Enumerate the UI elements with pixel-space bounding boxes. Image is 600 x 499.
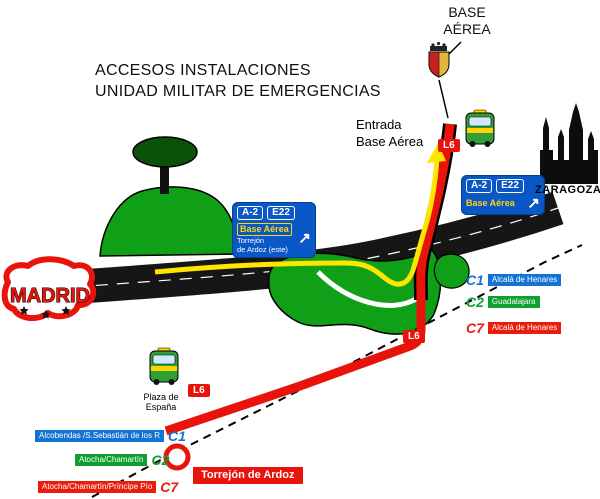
c2-line-label: C2 — [151, 452, 170, 468]
bus-stop-label: Plaza de España — [134, 392, 188, 412]
sign-sub-ardoz-este: de Ardoz (este) — [237, 245, 288, 254]
l6-badge-entrance: L6 — [438, 139, 460, 152]
sign-dest-base-aerea: Base Aérea — [466, 198, 515, 208]
base-aerea-line1: BASE — [448, 4, 486, 20]
c1-line-label: C1 — [466, 272, 484, 288]
euro-e22-badge: E22 — [267, 206, 295, 220]
arrow-up-right-icon: ↗ — [527, 195, 540, 212]
arrow-up-right-icon: ↗ — [298, 230, 311, 247]
c1-destination: Alcalá de Henares — [487, 274, 562, 286]
c7-line-label: C7 — [466, 320, 484, 336]
map-title-line2: UNIDAD MILITAR DE EMERGENCIAS — [95, 83, 381, 100]
railway-line — [91, 244, 583, 498]
rail-line-c2-right: C2 Guadalajara — [466, 295, 540, 309]
tree-icon — [132, 136, 198, 194]
bus-stop-line1: Plaza de — [143, 392, 179, 402]
madrid-label: MADRID — [10, 285, 90, 307]
c2-line-label: C2 — [466, 294, 484, 310]
c2-destination: Atocha/Chamartín — [75, 454, 148, 466]
base-aerea-label: BASE AÉREA — [434, 4, 500, 38]
rail-line-c1-right: C1 Alcalá de Henares — [466, 272, 562, 288]
terrain-patch — [433, 253, 470, 289]
map-title-line1: ACCESOS INSTALACIONES — [95, 62, 311, 79]
rail-line-c1-left: Alcobendas /S.Sebastián de los R C1 — [35, 429, 186, 443]
rail-line-c2-left: Atocha/Chamartín C2 — [75, 453, 169, 467]
base-aerea-line2: AÉREA — [443, 21, 491, 37]
sign-sub-torrejon: Torrejón — [237, 236, 265, 245]
sign-dest-base-aerea: Base Aérea — [237, 223, 292, 236]
madrid-stars-icon — [19, 306, 71, 319]
interchange-ramp — [316, 270, 418, 308]
road-a2-badge: A-2 — [466, 179, 493, 193]
hill-terrain — [99, 186, 241, 257]
euro-e22-badge: E22 — [496, 179, 524, 193]
rail-line-c7-left: Atocha/Chamartín/Príncipe Pío C7 — [38, 480, 178, 494]
bus-icon — [149, 347, 179, 386]
c2-destination: Guadalajara — [487, 296, 540, 308]
zaragoza-cathedral-icon — [540, 103, 598, 184]
road-a2-badge: A-2 — [237, 206, 264, 220]
zaragoza-label: ZARAGOZA — [535, 184, 600, 196]
c7-line-label: C7 — [160, 479, 179, 495]
air-base-emblem-icon — [428, 41, 450, 78]
guide-sign-right: A-2 E22 Base Aérea ↗ — [461, 175, 545, 215]
entrance-label: Entrada Base Aérea — [356, 116, 423, 150]
c1-line-label: C1 — [167, 428, 186, 444]
entrance-line2: Base Aérea — [356, 134, 424, 149]
station-name-label: Torrejón de Ardoz — [193, 467, 303, 484]
route-arrow-icon — [427, 143, 446, 163]
l6-badge-midroute: L6 — [403, 330, 425, 343]
madrid-area — [1, 256, 97, 322]
l6-badge-stop: L6 — [188, 384, 210, 397]
access-route — [154, 160, 440, 287]
rail-line-c7-right: C7 Alcalá de Henares — [466, 320, 562, 336]
bus-icon — [465, 109, 495, 148]
station-marker — [163, 443, 191, 471]
map-title: ACCESOS INSTALACIONES UNIDAD MILITAR DE … — [95, 60, 381, 102]
guide-sign-median: A-2 E22 Base Aérea Torrejón de Ardoz (es… — [232, 202, 316, 258]
c1-destination: Alcobendas /S.Sebastián de los R — [35, 430, 164, 442]
entrance-line1: Entrada — [356, 117, 402, 132]
c7-destination: Alcalá de Henares — [487, 322, 562, 334]
bus-stop-line2: España — [145, 402, 177, 412]
c7-destination: Atocha/Chamartín/Príncipe Pío — [38, 481, 157, 493]
